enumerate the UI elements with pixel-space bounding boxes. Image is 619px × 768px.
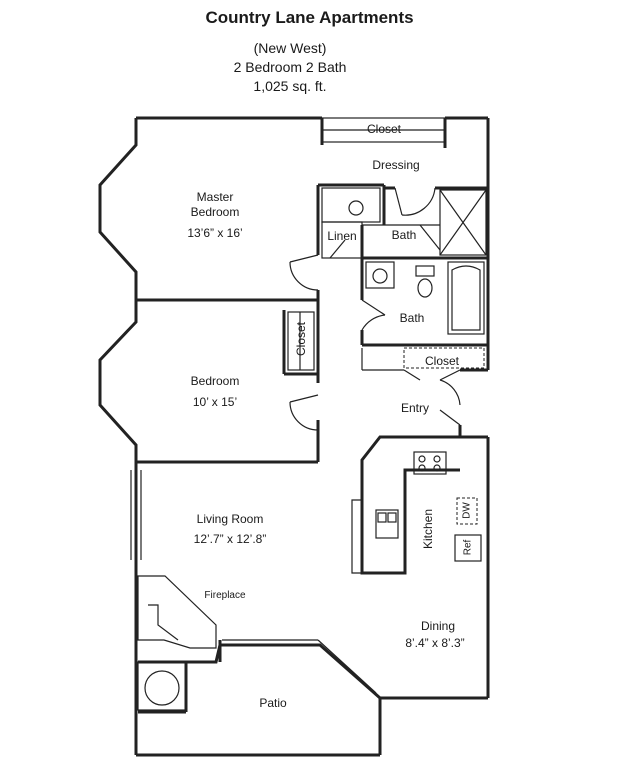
kitchen-label: Kitchen xyxy=(421,508,435,550)
linen-label: Linen xyxy=(327,229,357,243)
model-name: (New West) xyxy=(253,40,327,56)
living-window xyxy=(130,470,142,560)
vanity xyxy=(318,183,386,225)
bath-mid-label: Bath xyxy=(399,311,425,325)
entry-label: Entry xyxy=(400,401,429,415)
living-room-label: Living Room xyxy=(196,512,264,526)
unit-layout: 2 Bedroom 2 Bath xyxy=(233,59,347,75)
bedroom-size: 10’ x 15’ xyxy=(192,395,238,409)
master-bedroom-label-1: Master xyxy=(196,190,234,204)
page-title: Country Lane Apartments xyxy=(205,8,414,27)
closet-top-label: Closet xyxy=(366,122,401,136)
bedroom-label: Bedroom xyxy=(190,374,240,388)
dining-label: Dining xyxy=(420,619,456,633)
fireplace-shape xyxy=(137,575,222,664)
living-room-size: 12’.7” x 12’.8” xyxy=(193,532,267,546)
closet-entry-label: Closet xyxy=(424,354,459,368)
closet-bedroom-label: Closet xyxy=(294,322,308,357)
dressing-label: Dressing xyxy=(372,158,420,172)
patio-walls xyxy=(137,639,381,714)
fireplace-label: Fireplace xyxy=(204,590,246,601)
dressing-area-walls xyxy=(320,117,447,148)
top-bath xyxy=(360,186,488,260)
patio-label: Patio xyxy=(259,696,287,710)
unit-area: 1,025 sq. ft. xyxy=(253,78,327,94)
master-bedroom-label-2: Bedroom xyxy=(190,205,240,219)
linen-closet xyxy=(321,221,363,259)
kitchen xyxy=(351,435,482,575)
bedroom-walls xyxy=(136,300,320,464)
refrigerator-label: Ref xyxy=(462,539,474,556)
dishwasher-label: DW xyxy=(461,502,473,519)
dining-size: 8’.4” x 8’.3” xyxy=(405,636,465,650)
middle-bath xyxy=(360,258,488,347)
bath-top-label: Bath xyxy=(391,228,417,242)
master-bedroom-walls xyxy=(136,185,320,302)
exterior-walls xyxy=(98,116,490,757)
master-bedroom-size: 13’6” x 16’ xyxy=(187,226,243,240)
entry-closet xyxy=(361,347,485,426)
